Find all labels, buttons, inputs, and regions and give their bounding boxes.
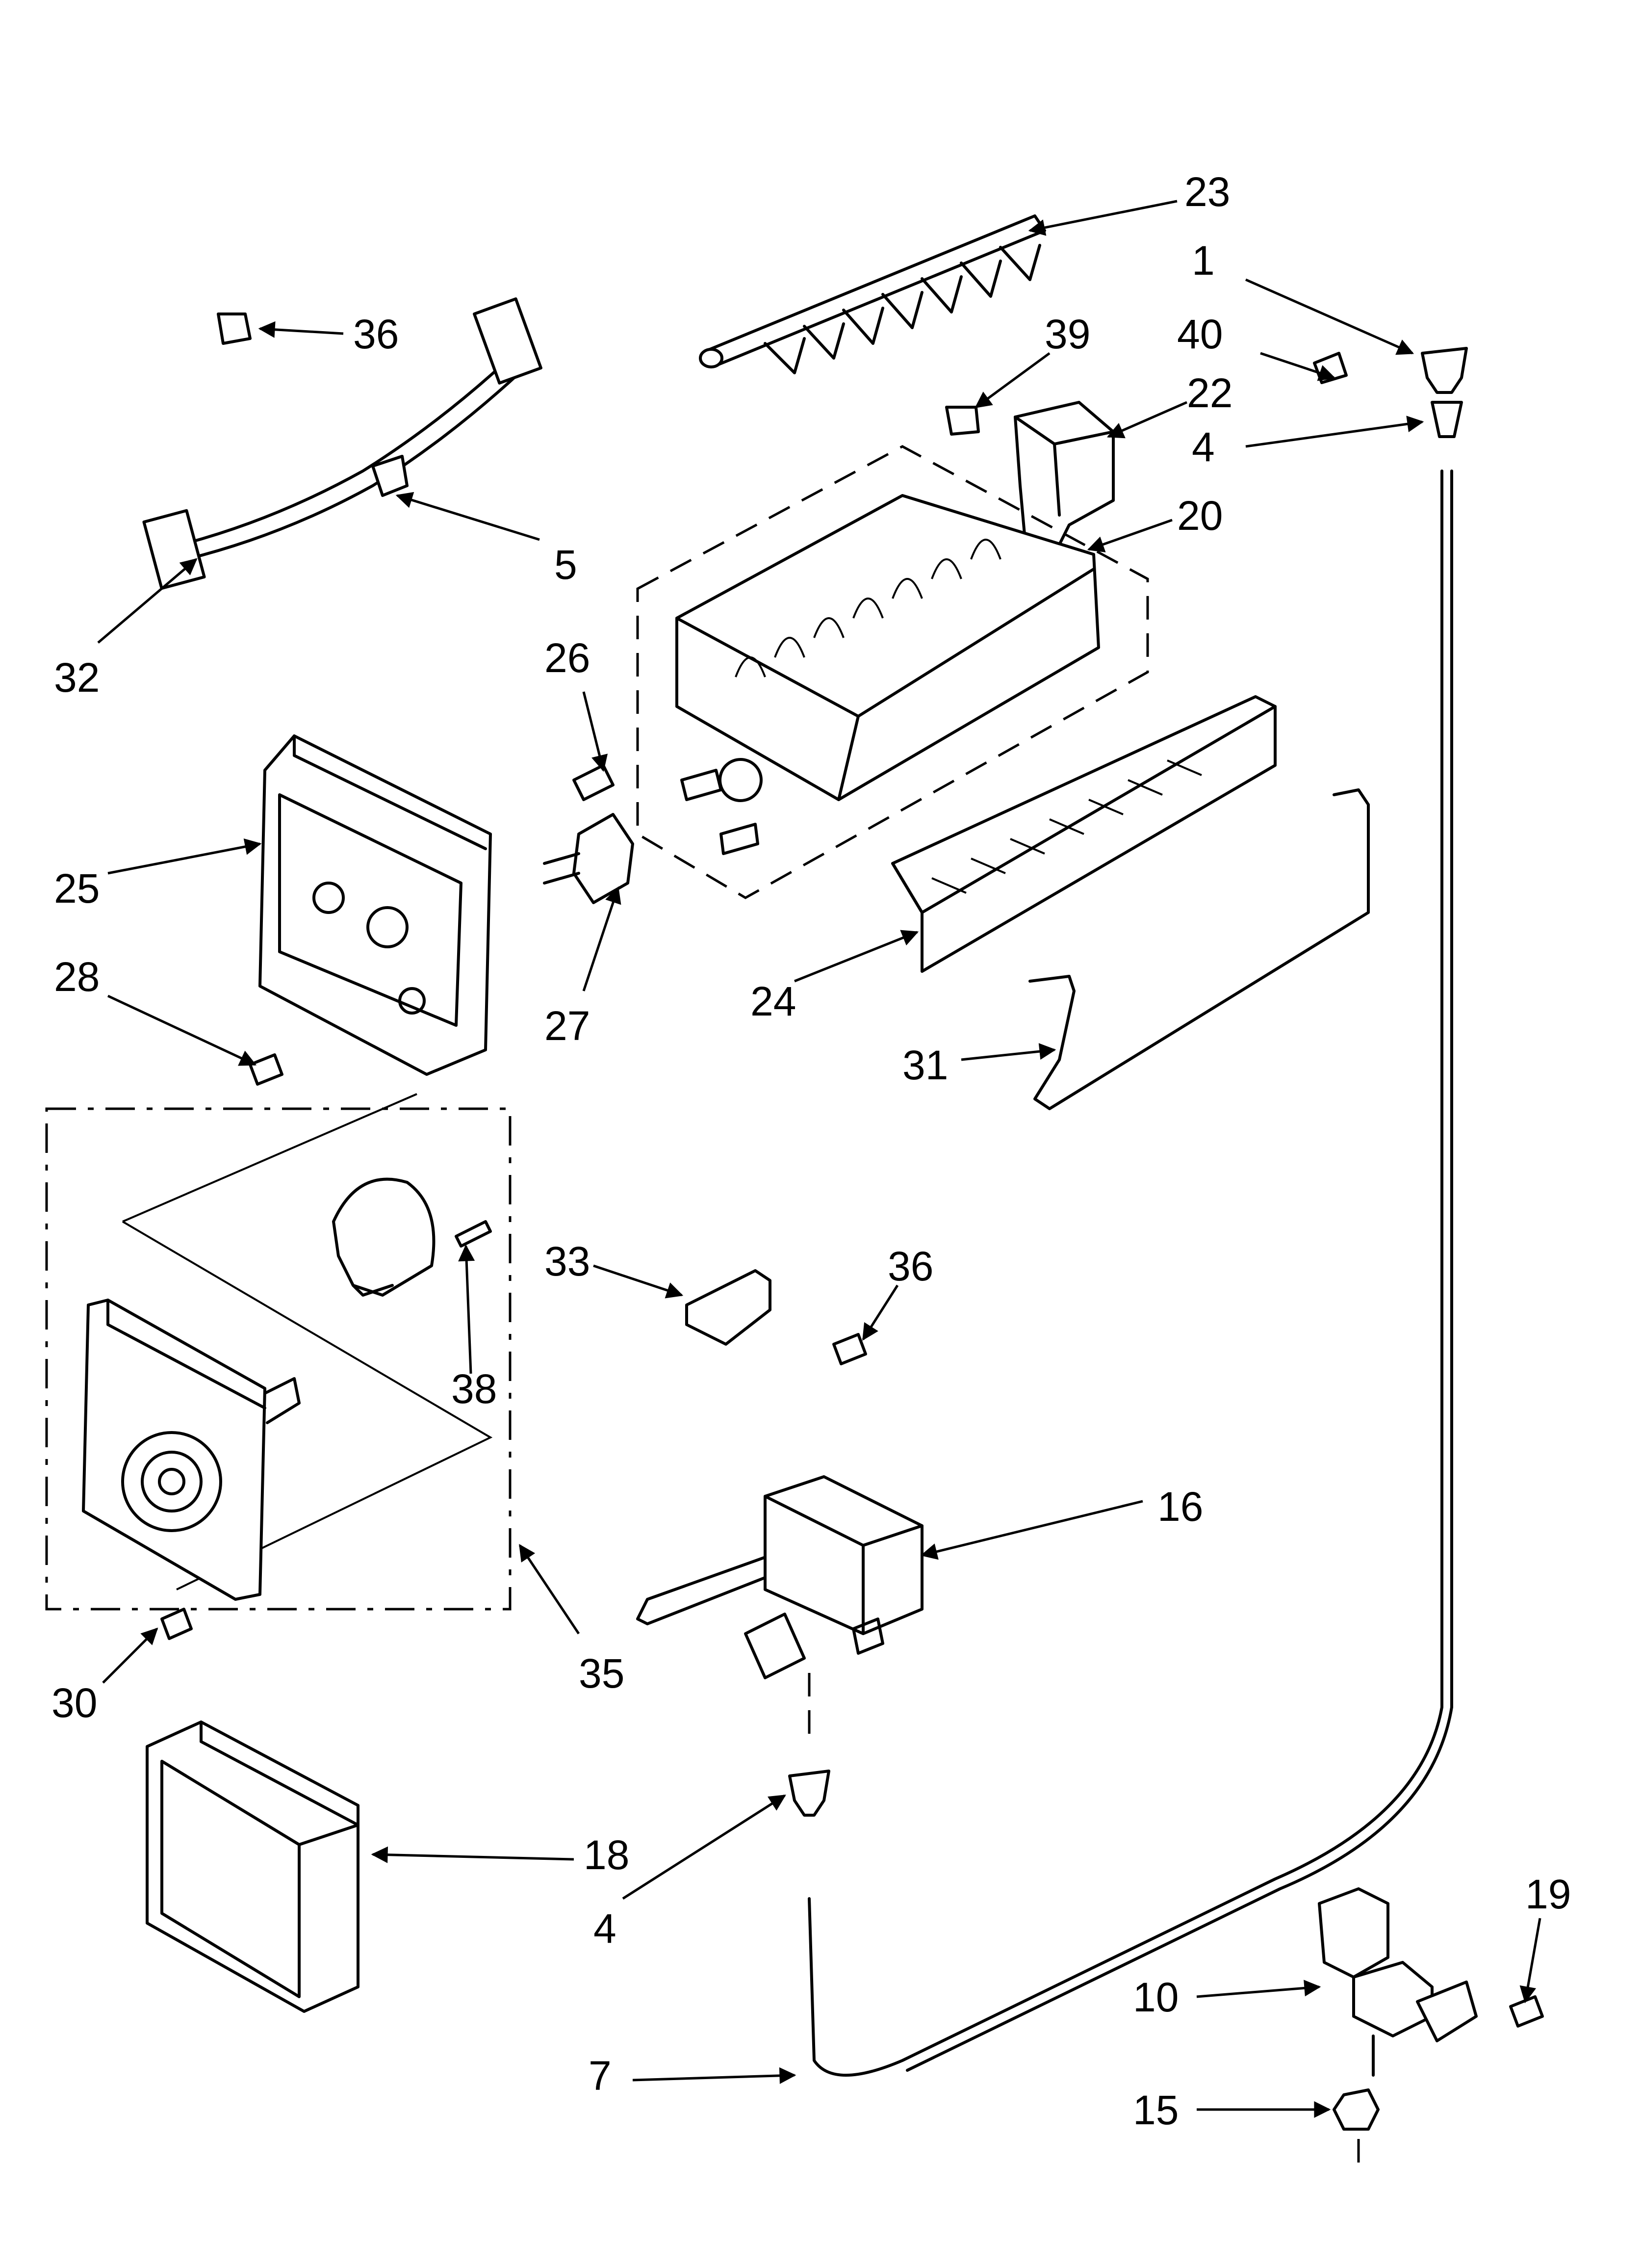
screw-30-part	[160, 1608, 193, 1640]
ice-mold-part	[675, 494, 1100, 855]
control-housing-part	[258, 734, 492, 1076]
callout-38: 38	[451, 1366, 497, 1412]
callout-35: 35	[579, 1650, 624, 1696]
callout-27: 27	[544, 1003, 590, 1049]
filter-cover-part	[146, 1721, 359, 2013]
callout-32: 32	[54, 654, 100, 701]
callout-30: 30	[51, 1680, 97, 1726]
callout-5: 5	[554, 542, 577, 588]
nut-part	[1333, 2088, 1380, 2131]
callout-20: 20	[1177, 493, 1223, 539]
shutoff-arm-part	[1028, 788, 1370, 1110]
callout-10: 10	[1133, 1974, 1179, 2020]
screw-28-part	[249, 1053, 283, 1086]
fill-valve-part	[1318, 1887, 1478, 2077]
leader-lines	[97, 200, 1541, 2118]
wire-harness-part	[142, 297, 542, 590]
callout-31: 31	[902, 1042, 948, 1088]
module-assembly-outline	[45, 1107, 512, 1611]
callout-16: 16	[1157, 1484, 1203, 1530]
screw-36-lower-part	[832, 1333, 867, 1365]
mold-assembly-outline	[636, 445, 1149, 899]
callout-23: 23	[1184, 169, 1230, 215]
callout-25: 25	[54, 865, 100, 912]
callout-4-lower: 4	[593, 1905, 616, 1952]
callout-40: 40	[1177, 311, 1223, 357]
callout-24: 24	[750, 978, 796, 1024]
callout-36-upper: 36	[353, 311, 399, 357]
ejector-part	[699, 214, 1046, 374]
callout-4-upper: 4	[1192, 424, 1215, 470]
callout-26: 26	[544, 635, 590, 681]
screw-40-part	[1313, 352, 1348, 384]
callout-22: 22	[1187, 370, 1232, 416]
screw-36-upper-part	[217, 313, 252, 345]
water-tube-part	[808, 469, 1443, 2077]
callout-33: 33	[544, 1238, 590, 1284]
motor-part	[332, 1177, 436, 1297]
thermostat-part	[543, 764, 634, 904]
callout-7: 7	[589, 2053, 612, 2099]
bracket-part	[685, 1269, 771, 1346]
adapter-upper-part	[1421, 347, 1468, 394]
water-valve-part	[636, 1475, 924, 1679]
callout-36-lower: 36	[888, 1243, 933, 1289]
screw-38-part	[455, 1220, 492, 1248]
callout-18: 18	[584, 1832, 629, 1878]
hopper-part	[1014, 401, 1115, 556]
mold-cover-part	[891, 695, 1277, 973]
callout-28: 28	[54, 954, 100, 1000]
callout-39: 39	[1045, 311, 1090, 357]
module-part	[82, 1299, 301, 1601]
callout-15: 15	[1133, 2087, 1179, 2133]
callout-1: 1	[1192, 237, 1215, 284]
screw-39-part	[945, 406, 980, 436]
callout-19: 19	[1525, 1871, 1571, 1917]
adapter-lower-part	[788, 1770, 830, 1817]
